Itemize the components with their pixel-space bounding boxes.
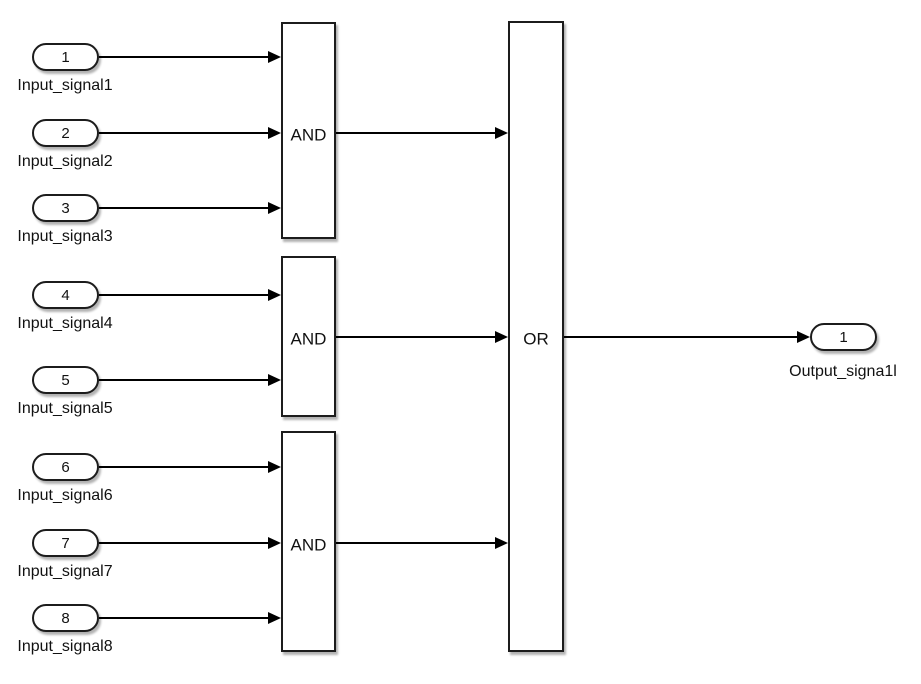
and-gate-3[interactable]: AND: [281, 431, 336, 652]
signal-line-in2[interactable]: [99, 132, 268, 134]
output-port-1-label: Output_signa1l: [789, 363, 897, 380]
input-port-5-number: 5: [61, 371, 70, 389]
input-port-1[interactable]: 1: [32, 43, 99, 71]
arrowhead-icon: [268, 289, 281, 301]
signal-line-in5[interactable]: [99, 379, 268, 381]
input-port-8[interactable]: 8: [32, 604, 99, 632]
input-port-2[interactable]: 2: [32, 119, 99, 147]
signal-line-in8[interactable]: [99, 617, 268, 619]
arrowhead-icon: [268, 461, 281, 473]
and-gate-2-label: AND: [290, 329, 327, 349]
signal-line-and3-or[interactable]: [336, 542, 495, 544]
input-port-8-number: 8: [61, 609, 70, 627]
signal-line-and1-or[interactable]: [336, 132, 495, 134]
input-port-7-label: Input_signal7: [17, 563, 113, 580]
arrowhead-icon: [495, 537, 508, 549]
input-port-6-label: Input_signal6: [17, 487, 113, 504]
signal-line-in3[interactable]: [99, 207, 268, 209]
input-port-4-label: Input_signal4: [17, 315, 113, 332]
arrowhead-icon: [495, 127, 508, 139]
input-port-3[interactable]: 3: [32, 194, 99, 222]
input-port-3-number: 3: [61, 199, 70, 217]
arrowhead-icon: [268, 374, 281, 386]
and-gate-3-label: AND: [290, 535, 327, 555]
input-port-8-label: Input_signal8: [17, 638, 113, 655]
input-port-3-label: Input_signal3: [17, 228, 113, 245]
input-port-7[interactable]: 7: [32, 529, 99, 557]
signal-line-in7[interactable]: [99, 542, 268, 544]
arrowhead-icon: [495, 331, 508, 343]
input-port-6[interactable]: 6: [32, 453, 99, 481]
input-port-5-label: Input_signal5: [17, 400, 113, 417]
signal-line-or-out[interactable]: [564, 336, 797, 338]
or-gate-label: OR: [523, 329, 549, 349]
output-port-1-number: 1: [839, 328, 848, 346]
arrowhead-icon: [268, 537, 281, 549]
and-gate-1[interactable]: AND: [281, 22, 336, 239]
input-port-6-number: 6: [61, 458, 70, 476]
or-gate[interactable]: OR: [508, 21, 564, 652]
input-port-2-number: 2: [61, 124, 70, 142]
and-gate-1-label: AND: [290, 125, 327, 145]
input-port-2-label: Input_signal2: [17, 153, 113, 170]
input-port-4[interactable]: 4: [32, 281, 99, 309]
signal-line-and2-or[interactable]: [336, 336, 495, 338]
arrowhead-icon: [268, 127, 281, 139]
arrowhead-icon: [268, 612, 281, 624]
input-port-7-number: 7: [61, 534, 70, 552]
and-gate-2[interactable]: AND: [281, 256, 336, 417]
input-port-1-label: Input_signal1: [17, 77, 113, 94]
arrowhead-icon: [797, 331, 810, 343]
signal-line-in6[interactable]: [99, 466, 268, 468]
signal-line-in1[interactable]: [99, 56, 268, 58]
output-port-1[interactable]: 1: [810, 323, 877, 351]
arrowhead-icon: [268, 51, 281, 63]
input-port-4-number: 4: [61, 286, 70, 304]
input-port-5[interactable]: 5: [32, 366, 99, 394]
arrowhead-icon: [268, 202, 281, 214]
signal-line-in4[interactable]: [99, 294, 268, 296]
input-port-1-number: 1: [61, 48, 70, 66]
